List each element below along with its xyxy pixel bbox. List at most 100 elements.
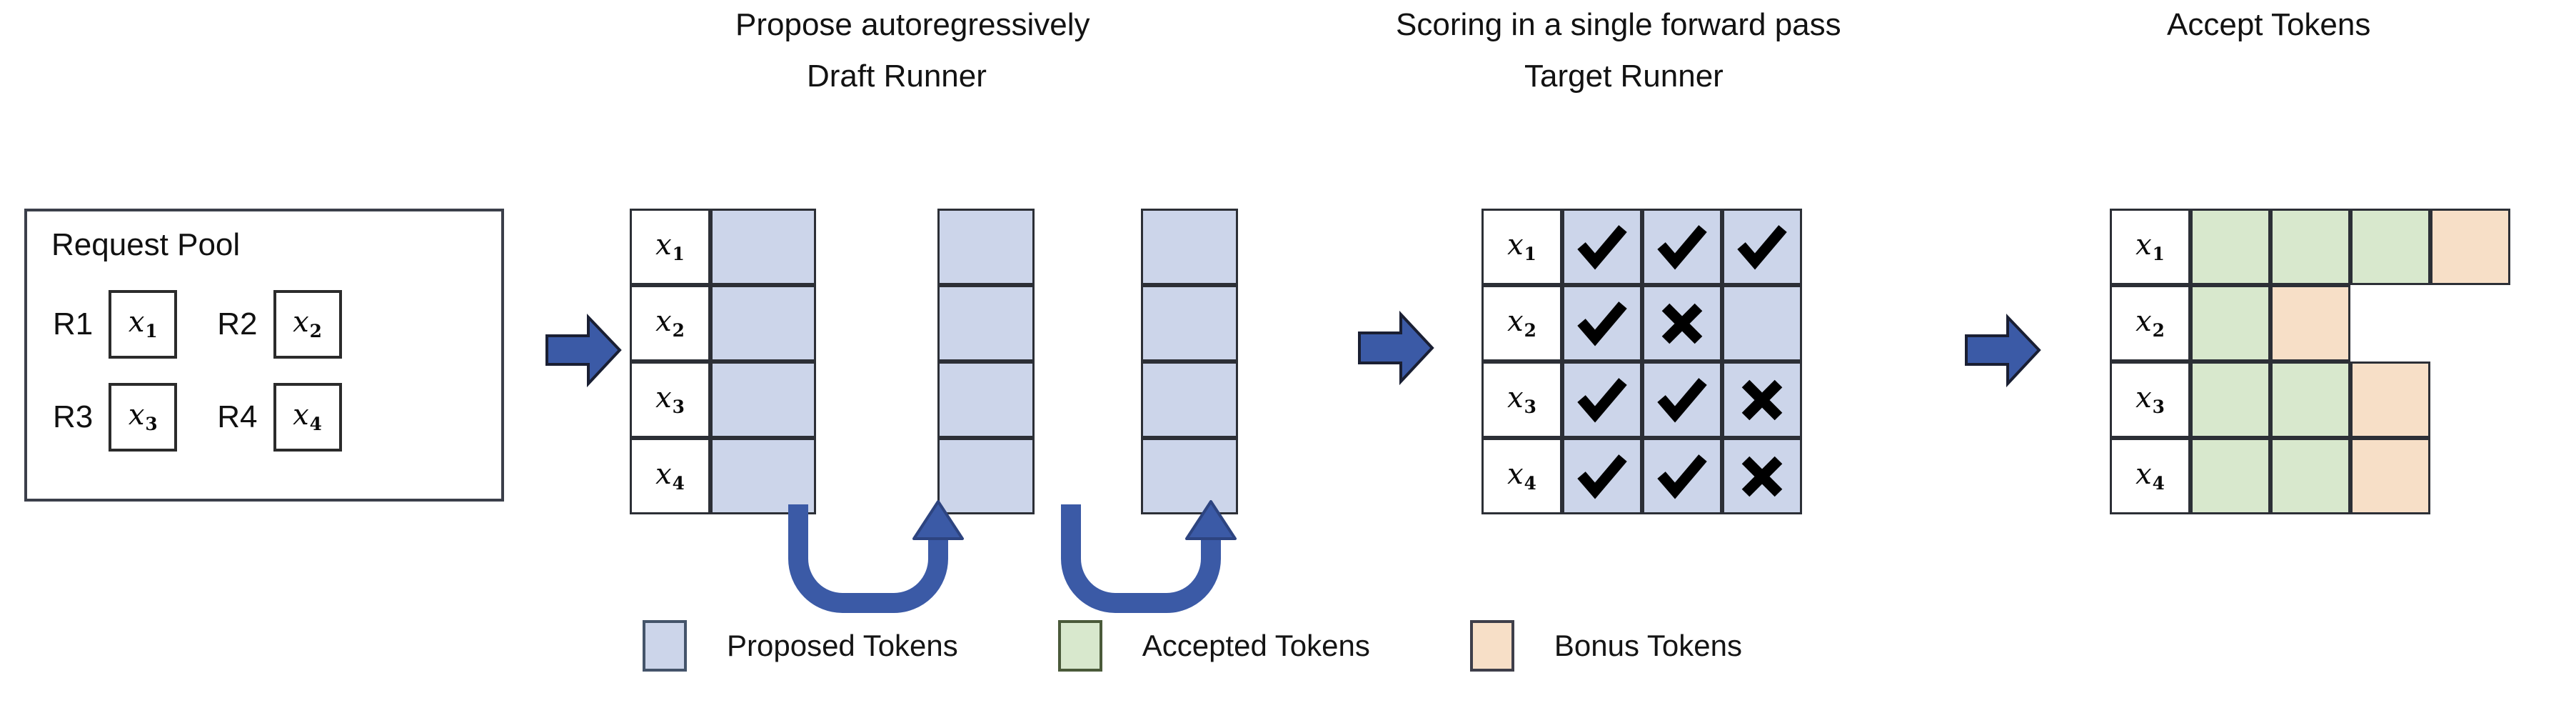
legend-item-proposed: Proposed Tokens	[643, 620, 958, 672]
check-icon	[1577, 224, 1627, 270]
accept-row-label-x2: x2	[2110, 285, 2190, 362]
check-icon	[1577, 377, 1627, 423]
draft-proposed-cell[interactable]	[1141, 285, 1238, 362]
accept-row-1: x1	[2110, 209, 2510, 285]
request-label-r2: R2	[217, 306, 258, 341]
draft-step-2-column	[937, 209, 1035, 514]
target-row-1: x1	[1481, 209, 1802, 285]
accept-row-3: x3	[2110, 362, 2510, 438]
request-label-r1: R1	[53, 306, 94, 341]
legend-label-proposed: Proposed Tokens	[727, 629, 958, 662]
request-pool-panel: Request Pool R1 x1 R2 x2 R3 x3 R4 x4	[24, 209, 504, 502]
stage-arrow-draft-to-target	[1358, 310, 1434, 386]
heading-draft-runner: Draft Runner	[807, 59, 987, 94]
stage-arrow-target-to-accept	[1965, 314, 2041, 388]
draft-proposed-cell[interactable]	[710, 209, 816, 285]
check-icon	[1657, 377, 1707, 423]
request-pool-row-1: R1 x1 R2 x2	[53, 290, 342, 359]
legend-swatch-accepted-icon	[1057, 620, 1102, 672]
draft-proposed-cell[interactable]	[1141, 438, 1238, 514]
draft-runner-grid: x1 x2 x3 x4	[630, 209, 816, 514]
target-row-4: x4	[1481, 438, 1802, 514]
accept-tokens-grid: x1 x2 x3 x4	[2110, 209, 2510, 514]
check-icon	[1657, 224, 1707, 270]
token-label-x3: x3	[128, 399, 158, 435]
heading-accept-tokens: Accept Tokens	[2167, 7, 2371, 42]
draft-row-label-x3: x3	[630, 362, 710, 438]
draft-proposed-cell[interactable]	[710, 362, 816, 438]
target-row-2: x2	[1481, 285, 1802, 362]
request-label-r3: R3	[53, 399, 94, 434]
accept-cell-accepted[interactable]	[2350, 209, 2430, 285]
request-token-box-r3: x3	[109, 383, 178, 452]
draft-step-3-column	[1141, 209, 1238, 514]
accept-row-4: x4	[2110, 438, 2510, 514]
accept-cell-accepted[interactable]	[2190, 285, 2270, 362]
accept-row-2: x2	[2110, 285, 2510, 362]
cross-icon	[1741, 379, 1783, 420]
legend-item-bonus: Bonus Tokens	[1469, 620, 1742, 672]
draft-proposed-cell[interactable]	[1141, 362, 1238, 438]
draft-proposed-cell[interactable]	[937, 362, 1035, 438]
token-label-x2: x2	[293, 306, 322, 342]
accept-cell-accepted[interactable]	[2190, 209, 2270, 285]
target-score-cell-accept[interactable]	[1562, 438, 1642, 514]
legend-item-accepted: Accepted Tokens	[1057, 620, 1370, 672]
legend-swatch-proposed-icon	[643, 620, 687, 672]
draft-proposed-cell[interactable]	[710, 285, 816, 362]
request-token-box-r4: x4	[273, 383, 342, 452]
accept-cell-accepted[interactable]	[2190, 438, 2270, 514]
target-score-cell-empty[interactable]	[1722, 285, 1802, 362]
autoregressive-loop-arrow	[1061, 504, 1221, 613]
legend: Proposed Tokens Accepted Tokens Bonus To…	[643, 620, 1742, 672]
target-row-label-x4: x4	[1481, 438, 1562, 514]
autoregressive-loop-arrows	[788, 500, 1237, 613]
target-score-cell-accept[interactable]	[1722, 209, 1802, 285]
check-icon	[1657, 454, 1707, 499]
draft-proposed-cell[interactable]	[937, 438, 1035, 514]
stage-arrow-pool-to-draft	[545, 314, 622, 388]
legend-label-bonus: Bonus Tokens	[1554, 629, 1742, 662]
draft-proposed-cell[interactable]	[937, 209, 1035, 285]
heading-target-runner: Target Runner	[1524, 59, 1724, 94]
heading-propose-autoregressively: Propose autoregressively	[735, 7, 1090, 42]
target-score-cell-reject[interactable]	[1722, 438, 1802, 514]
draft-row-label-x2: x2	[630, 285, 710, 362]
request-pool-title: Request Pool	[51, 227, 241, 262]
legend-label-accepted: Accepted Tokens	[1142, 629, 1370, 662]
accept-cell-bonus[interactable]	[2270, 285, 2350, 362]
check-icon	[1737, 224, 1787, 270]
accept-cell-accepted[interactable]	[2270, 362, 2350, 438]
accept-cell-accepted[interactable]	[2270, 209, 2350, 285]
target-score-cell-accept[interactable]	[1642, 438, 1722, 514]
accept-row-label-x4: x4	[2110, 438, 2190, 514]
draft-proposed-cell[interactable]	[937, 285, 1035, 362]
draft-row-label-x1: x1	[630, 209, 710, 285]
draft-row-3: x3	[630, 362, 816, 438]
accept-row-label-x3: x3	[2110, 362, 2190, 438]
autoregressive-loop-arrow	[788, 504, 948, 613]
accept-cell-bonus[interactable]	[2350, 438, 2430, 514]
target-score-cell-accept[interactable]	[1642, 362, 1722, 438]
target-score-cell-reject[interactable]	[1722, 362, 1802, 438]
accept-cell-accepted[interactable]	[2270, 438, 2350, 514]
accept-cell-bonus[interactable]	[2430, 209, 2510, 285]
target-row-label-x2: x2	[1481, 285, 1562, 362]
target-row-label-x1: x1	[1481, 209, 1562, 285]
cross-icon	[1661, 303, 1703, 344]
accept-cell-accepted[interactable]	[2190, 362, 2270, 438]
draft-proposed-cell[interactable]	[710, 438, 816, 514]
draft-proposed-cell[interactable]	[1141, 209, 1238, 285]
request-pool-row-2: R3 x3 R4 x4	[53, 383, 342, 452]
heading-scoring-single-forward-pass: Scoring in a single forward pass	[1396, 7, 1841, 42]
target-score-cell-accept[interactable]	[1562, 285, 1642, 362]
target-runner-grid: x1 x2	[1481, 209, 1802, 514]
request-label-r4: R4	[217, 399, 258, 434]
target-score-cell-accept[interactable]	[1562, 209, 1642, 285]
accept-cell-bonus[interactable]	[2350, 362, 2430, 438]
token-label-x1: x1	[128, 306, 158, 342]
request-token-box-r2: x2	[273, 290, 342, 359]
target-score-cell-reject[interactable]	[1642, 285, 1722, 362]
target-score-cell-accept[interactable]	[1562, 362, 1642, 438]
target-score-cell-accept[interactable]	[1642, 209, 1722, 285]
